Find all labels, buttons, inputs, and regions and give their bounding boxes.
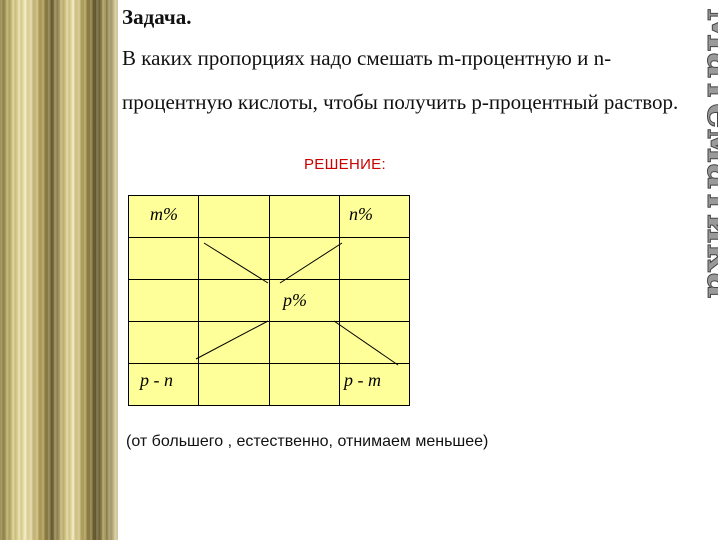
label-p-minus-m: p - m [344,370,381,390]
decorative-lettering: Математика [698,8,719,299]
svg-text:Математика: Математика [698,8,718,298]
slide-title: Задача. [122,5,192,29]
label-m-percent: m% [150,204,178,224]
golden-frame [0,0,118,540]
question-line-2: процентную кислоты, чтобы получить p-про… [122,90,679,114]
frame-shadow [106,0,118,540]
solution-heading: РЕШЕНИЕ: [304,156,386,173]
label-p-minus-n: p - n [140,370,173,390]
pearson-square-grid: m% n% p% p - n p - m [127,195,411,406]
question-line-1: В каких пропорциях надо смешать m-процен… [122,46,612,70]
label-p-percent: p% [283,290,307,310]
note-text: (от большего , естественно, отнимаем мен… [126,433,489,450]
label-n-percent: n% [349,204,373,224]
